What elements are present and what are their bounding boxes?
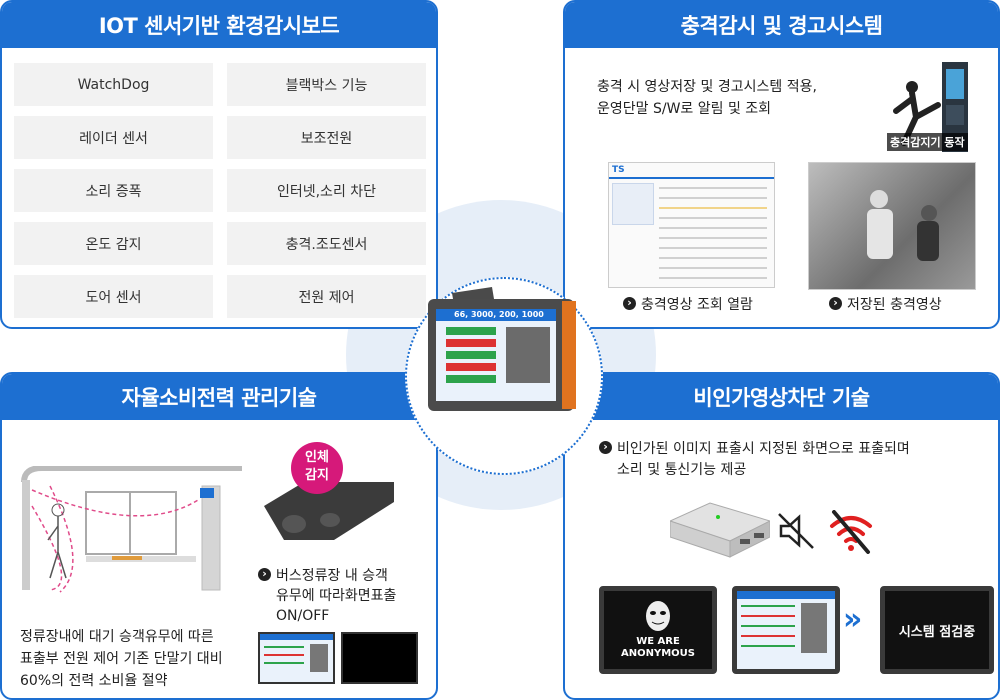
human-detect-badge-line1: 인체 [305, 450, 329, 465]
iot-panel: IOT 센서기반 환경감시보드 WatchDog 블랙박스 기능 레이더 센서 … [0, 0, 438, 329]
iot-panel-title: IOT 센서기반 환경감시보드 [2, 2, 436, 48]
impact-sensor-badge: 충격감지기 동작 [887, 133, 968, 151]
unauthorized-image-screen: WE ARE ANONYMOUS [599, 586, 717, 674]
power-description-3: 60%의 전력 소비율 절약 [20, 673, 168, 689]
stored-impact-video [808, 162, 976, 290]
power-bullet-line2: 유무에 따라화면표출 [276, 588, 397, 604]
blocking-bullet-line2: 소리 및 통신기능 제공 [617, 462, 747, 478]
caption-stored-video: 저장된 충격영상 [829, 295, 942, 316]
feature-blackbox: 블랙박스 기능 [227, 63, 426, 106]
screen-on-thumbnail [258, 632, 335, 684]
impact-description-2: 운영단말 S/W로 알림 및 조회 [597, 101, 772, 117]
maintenance-text: 시스템 점검중 [898, 624, 976, 640]
power-bullet-line1: 버스정류장 내 승객 [258, 566, 388, 587]
normal-display-screen [732, 586, 840, 674]
human-detect-badge-line2: 감지 [305, 468, 329, 483]
impact-panel: 충격감시 및 경고시스템 충격 시 영상저장 및 경고시스템 적용, 운영단말 … [563, 0, 1000, 329]
device-screen-numbers: 66, 3000, 200, 1000 [454, 310, 544, 319]
power-panel-title: 자율소비전력 관리기술 [2, 374, 436, 420]
transition-arrow-icon: » [843, 602, 863, 637]
power-panel: 자율소비전력 관리기술 인체 감지 버스정류장 내 승객 유무에 따라화면표출 … [0, 372, 438, 700]
bus-shelter-illustration [21, 466, 242, 593]
blocking-panel-title: 비인가영상차단 기술 [565, 374, 998, 420]
impact-description-1: 충격 시 영상저장 및 경고시스템 적용, [597, 79, 817, 95]
impact-software-screenshot: TS [608, 162, 775, 288]
blocking-bullet-line1: 비인가된 이미지 표출시 지정된 화면으로 표출되며 [599, 439, 910, 460]
maintenance-screen: 시스템 점검중 [880, 586, 994, 674]
feature-impact-light-sensor: 충격.조도센서 [227, 222, 426, 265]
human-detect-badge: 인체 감지 [291, 442, 343, 494]
feature-aux-power: 보조전원 [227, 116, 426, 159]
anonymous-line1: WE ARE [636, 636, 680, 647]
feature-power-control: 전원 제어 [227, 275, 426, 318]
sensor-device-illustration [264, 482, 394, 540]
screen-off-thumbnail [341, 632, 418, 684]
impact-panel-title: 충격감시 및 경고시스템 [565, 2, 998, 48]
wifi-off-icon [830, 510, 872, 554]
feature-internet-sound-block: 인터넷,소리 차단 [227, 169, 426, 212]
feature-sound-amp: 소리 증폭 [14, 169, 213, 212]
sound-mute-icon [778, 513, 814, 549]
control-module-illustration [670, 502, 770, 558]
display-terminal-device [428, 287, 576, 411]
feature-watchdog: WatchDog [14, 63, 213, 106]
power-description-2: 표출부 전원 제어 기존 단말기 대비 [20, 651, 223, 667]
feature-radar-sensor: 레이더 센서 [14, 116, 213, 159]
power-description-1: 정류장내에 대기 승객유무에 따른 [20, 629, 214, 645]
caption-impact-video-view: 충격영상 조회 열람 [623, 295, 753, 316]
blocking-panel: 비인가영상차단 기술 비인가된 이미지 표출시 지정된 화면으로 표출되며 소리… [563, 372, 1000, 700]
feature-door-sensor: 도어 센서 [14, 275, 213, 318]
anonymous-line2: ANONYMOUS [621, 648, 695, 659]
feature-temp-sensor: 온도 감지 [14, 222, 213, 265]
power-bullet-line3: ON/OFF [276, 608, 330, 624]
software-logo: TS [612, 165, 625, 175]
mask-icon [646, 601, 670, 631]
